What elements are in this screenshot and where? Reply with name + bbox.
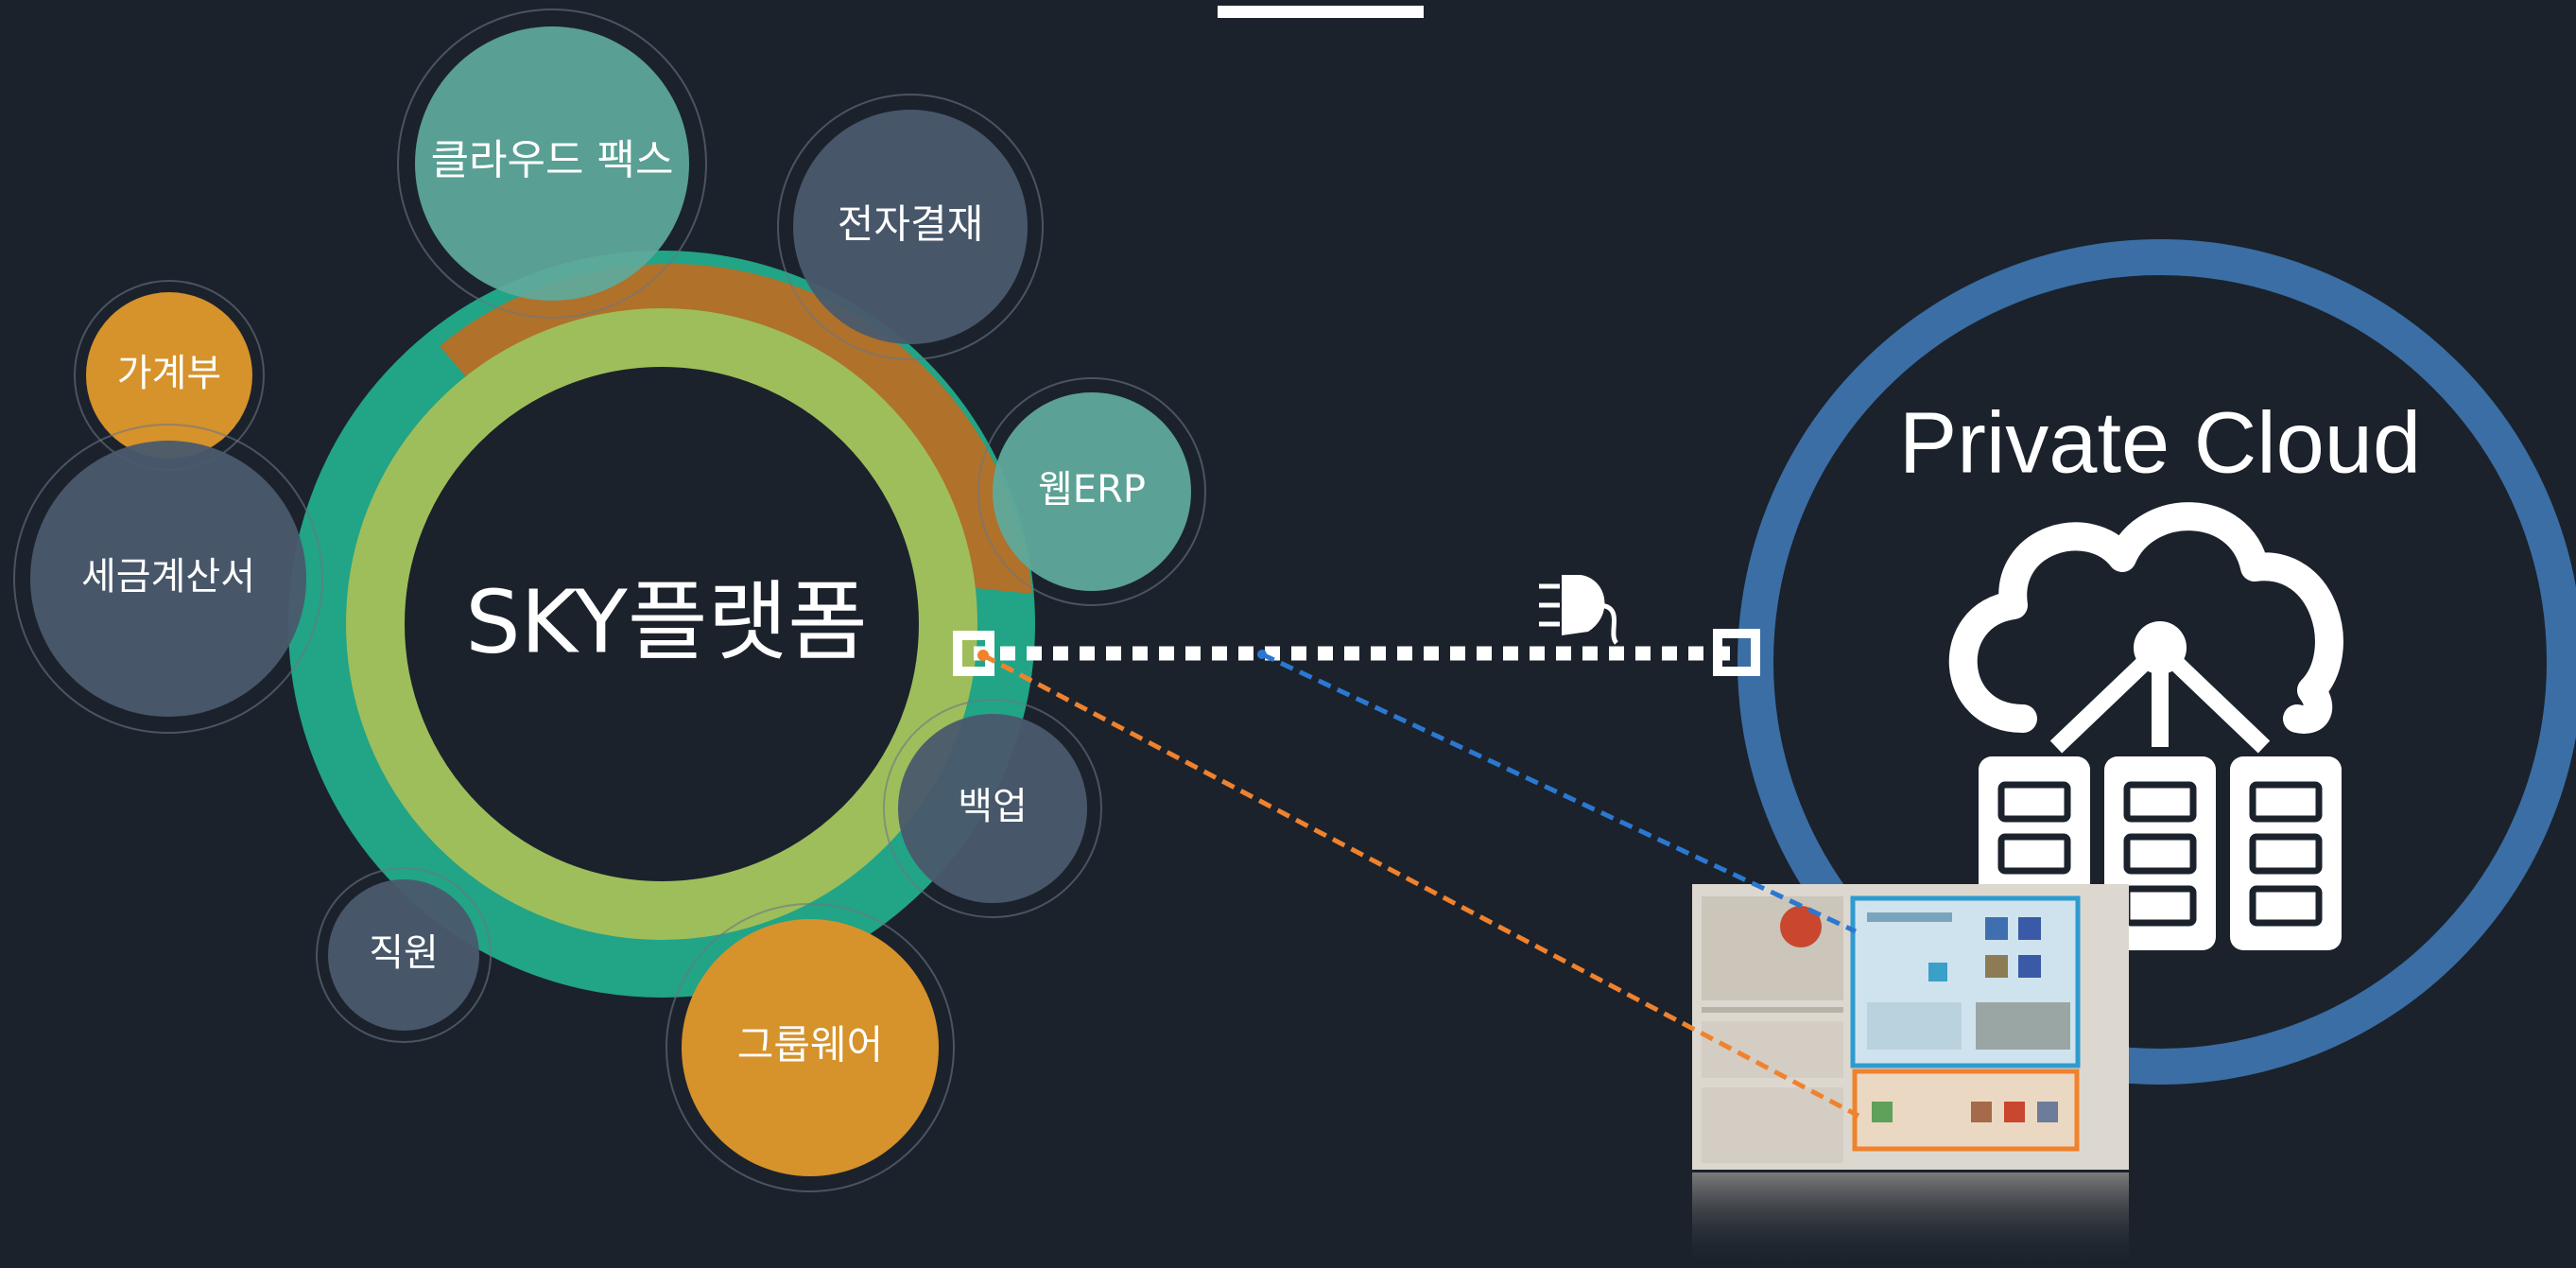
private-cloud-title: Private Cloud: [1899, 394, 2421, 491]
leader-line-orange: [981, 652, 1860, 1119]
bubble-tax-invoice[interactable]: 세금계산서: [13, 424, 323, 734]
connector-node-right: [1713, 629, 1760, 676]
connection-link: [953, 629, 1760, 676]
avatar-icon: [1780, 906, 1822, 947]
bubble-e-approval[interactable]: 전자결재: [777, 94, 1044, 360]
top-bar-decoration: [1218, 6, 1424, 18]
bubble-household-ledger[interactable]: 가계부: [74, 280, 265, 471]
bubble-employee-label: 직원: [369, 931, 439, 975]
bubble-web-erp[interactable]: 웹ERP: [977, 377, 1206, 606]
bubble-employee[interactable]: 직원: [316, 867, 492, 1043]
bubble-cloud-fax[interactable]: 클라우드 팩스: [397, 9, 707, 319]
outer-ring-brown-arc: [440, 264, 1032, 594]
leader-dot-blue: [1257, 650, 1267, 659]
bubble-household-ledger-label: 가계부: [117, 352, 221, 395]
plug-icon: [1539, 575, 1619, 645]
cloud-server-icon: [1948, 502, 2343, 950]
bubble-tax-invoice-label: 세금계산서: [81, 555, 255, 599]
bubble-backup[interactable]: 백업: [883, 699, 1102, 918]
ring-core: [406, 369, 917, 879]
bubble-groupware[interactable]: 그룹웨어: [666, 903, 955, 1192]
bubble-cloud-fax-label: 클라우드 팩스: [431, 136, 674, 184]
bubble-e-approval-label: 전자결재: [838, 201, 984, 248]
server-rack-right-icon: [2230, 756, 2342, 950]
bubble-web-erp-label: 웹ERP: [1038, 468, 1146, 512]
leader-line-blue: [1260, 651, 1858, 934]
connector-node-left: [953, 631, 994, 676]
bubble-groupware-label: 그룹웨어: [737, 1022, 884, 1068]
inner-ring-lime: [346, 308, 977, 940]
bubble-backup-label: 백업: [958, 785, 1028, 828]
portal-screenshot-thumbnail[interactable]: [1692, 884, 2129, 1268]
sky-platform-rings: [288, 251, 1035, 998]
server-rack-center-icon: [2104, 756, 2216, 950]
sky-platform-label: SKY플랫폼: [465, 571, 868, 672]
leader-dot-orange: [977, 650, 989, 661]
thumbnail-reflection: [1692, 1172, 2129, 1268]
